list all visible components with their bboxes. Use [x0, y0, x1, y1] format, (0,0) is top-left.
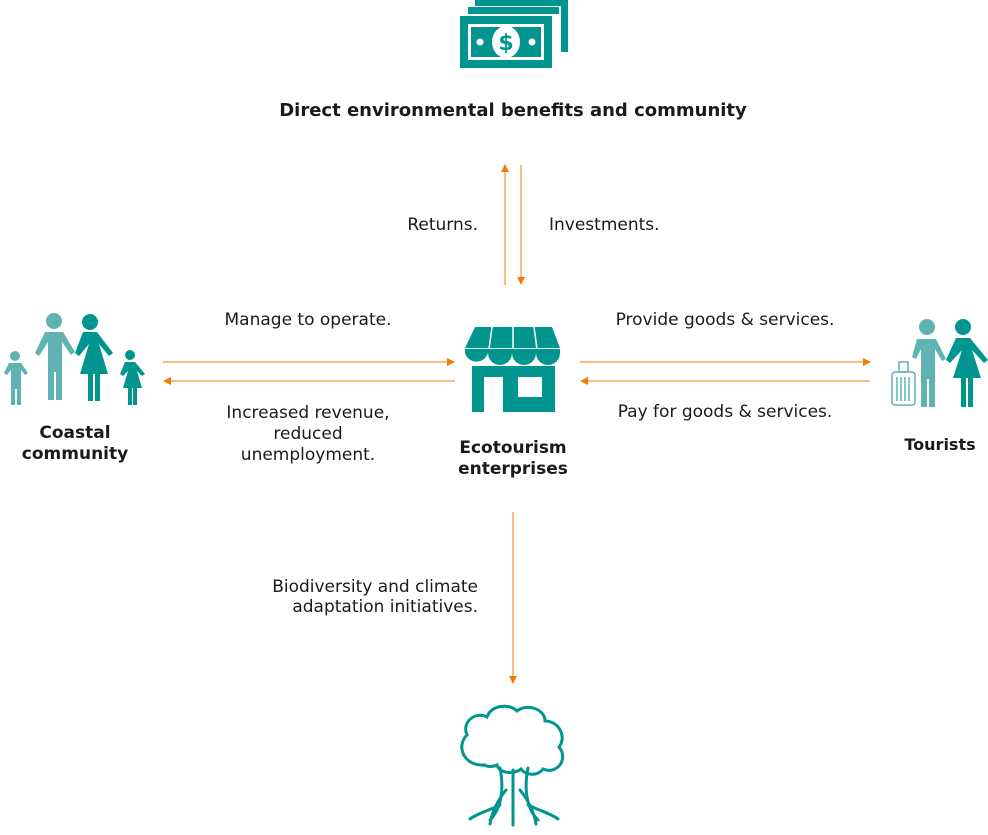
money-icon: $: [460, 0, 568, 68]
ecotourism-line-2: enterprises: [458, 459, 568, 479]
edge-label-returns: Returns.: [407, 215, 478, 235]
ecotourism-line-1: Ecotourism: [459, 438, 567, 458]
svg-text:$: $: [498, 31, 513, 56]
top-node-title: Direct environmental benefits and commun…: [279, 100, 747, 121]
store-icon: [465, 326, 560, 412]
family-icon: [4, 313, 145, 405]
edge-label-provide: Provide goods & services.: [615, 310, 835, 330]
revenue-line-2: reduced: [273, 424, 343, 444]
tourists-label: Tourists: [904, 435, 976, 454]
revenue-line-3: unemployment.: [240, 445, 376, 465]
biodiversity-line-2: adaptation initiatives.: [292, 597, 478, 617]
edge-label-investments: Investments.: [549, 215, 660, 235]
edge-label-pay: Pay for goods & services.: [617, 402, 833, 422]
coastal-line-2: community: [21, 444, 129, 464]
tree-icon: [460, 704, 565, 827]
revenue-line-1: Increased revenue,: [226, 403, 390, 423]
biodiversity-line-1: Biodiversity and climate: [272, 577, 478, 597]
coastal-community-label: Coastal community: [0, 423, 150, 465]
tourists-icon: [891, 319, 988, 407]
coastal-line-1: Coastal: [39, 423, 111, 443]
edge-label-revenue: Increased revenue, reduced unemployment.: [158, 403, 458, 466]
edge-label-manage: Manage to operate.: [224, 310, 392, 330]
ecotourism-label: Ecotourism enterprises: [413, 438, 613, 480]
edge-label-biodiversity: Biodiversity and climate adaptation init…: [200, 577, 478, 617]
